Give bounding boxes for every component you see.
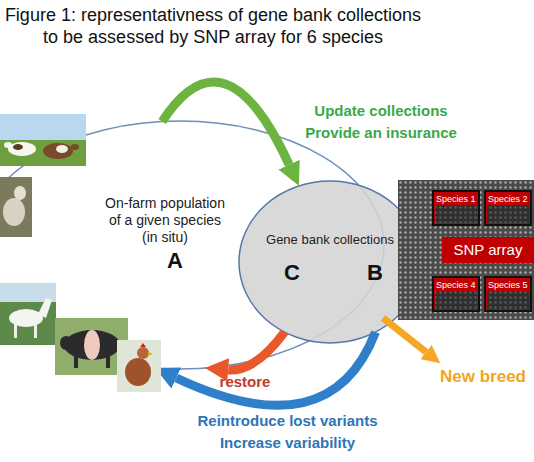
genebank-text: Gene bank collections: [255, 232, 405, 248]
flow-arrow: [228, 332, 284, 370]
species-slot: Species 5: [484, 276, 532, 312]
region-letter: A: [160, 248, 190, 274]
cow-patch: [56, 145, 68, 153]
species-slot: Species 1: [432, 190, 480, 226]
goat-head: [14, 186, 26, 200]
edge-label: Update collections Provide an insurance: [296, 100, 466, 144]
chicken-photo: [117, 340, 161, 392]
breed-arrow: [383, 318, 426, 352]
species-label: Species 4: [435, 279, 477, 291]
horse-photo: [0, 283, 56, 345]
species-slot: Species 2: [484, 190, 532, 226]
species-label: Species 5: [487, 279, 529, 291]
species-slot: Species 4: [432, 276, 480, 312]
photo-grass: [0, 140, 86, 166]
photo-sky: [0, 114, 86, 142]
edge-label: Reintroduce lost variants Increase varia…: [180, 410, 395, 454]
chicken-head: [137, 347, 149, 359]
edge-label: restore: [200, 371, 290, 393]
pig-band: [84, 330, 100, 360]
species-label: Species 2: [487, 193, 529, 205]
cow-head: [4, 142, 12, 148]
chicken-body: [125, 358, 151, 386]
chicken-comb: [140, 343, 146, 347]
flow-arrow: [176, 332, 375, 405]
chicken-beak: [148, 352, 153, 356]
pig-head: [60, 336, 72, 350]
array-label: SNP array: [442, 237, 534, 263]
region-letter: C: [277, 260, 307, 286]
region-letter: B: [360, 260, 390, 286]
horse-neck: [38, 298, 52, 318]
ellipse-shape: [239, 181, 421, 343]
goat-photo: [0, 177, 32, 237]
cow-body: [8, 142, 36, 156]
cow-photo: [0, 114, 86, 166]
photo-background: [117, 340, 161, 392]
flow-arrow: [162, 82, 289, 165]
pig-leg: [74, 356, 78, 368]
cow-head: [71, 144, 79, 150]
horse-leg: [14, 324, 17, 338]
goat-body: [3, 198, 25, 226]
outcome-label: New breed: [440, 366, 526, 388]
species-label: Species 1: [435, 193, 477, 205]
ellipse-outline: [238, 180, 422, 344]
cow-patch: [13, 144, 23, 150]
snp-array-panel: SNP array Species 1 Species 2 Species 4 Spec…: [398, 180, 534, 320]
horse-leg: [34, 324, 37, 338]
pig-leg: [106, 356, 110, 368]
genebank-ellipse: Gene bank collectionsC B: [238, 180, 422, 344]
pig-body: [64, 330, 120, 360]
population-text: On-farm population of a given species (i…: [102, 195, 228, 246]
cow-body: [43, 143, 73, 159]
photo-background: [0, 177, 32, 237]
figure-title: Figure 1: representativness of gene bank…: [0, 4, 426, 48]
